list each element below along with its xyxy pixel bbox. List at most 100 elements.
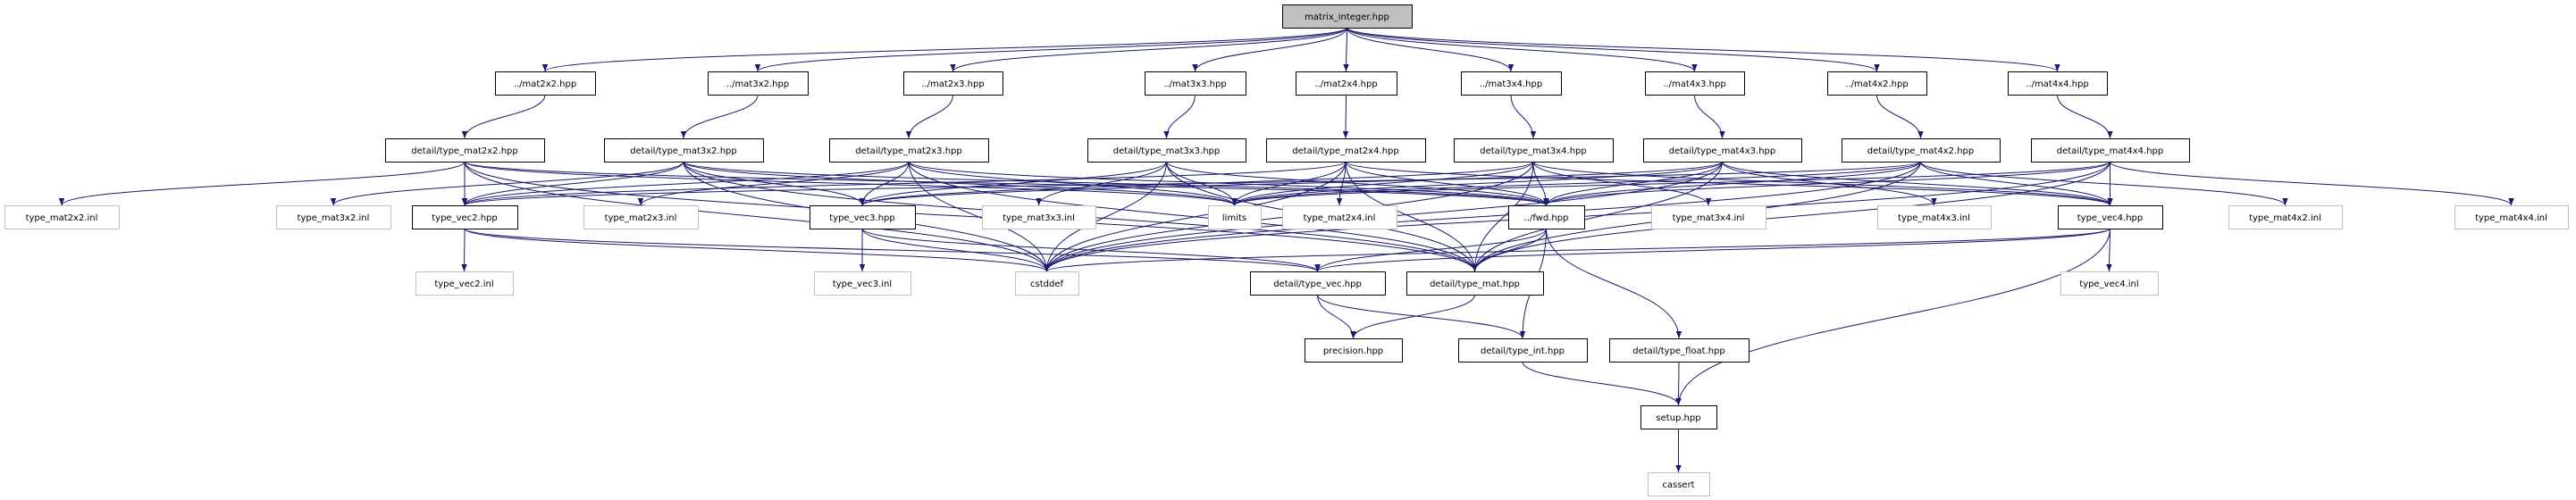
node-cstddef: cstddef [1015, 271, 1079, 296]
edge-root-to-m23 [950, 27, 1347, 72]
edge-t43-to-v4 [1722, 161, 2113, 206]
node-fwd[interactable]: ../fwd.hpp [1508, 205, 1585, 229]
node-label: detail/type_float.hpp [1632, 346, 1725, 356]
node-root[interactable]: matrix_integer.hpp [1282, 4, 1413, 29]
node-tmat[interactable]: detail/type_mat.hpp [1406, 271, 1544, 296]
node-box [1454, 138, 1614, 162]
node-t44[interactable]: detail/type_mat4x4.hpp [2031, 138, 2190, 162]
node-tvec[interactable]: detail/type_vec.hpp [1250, 271, 1386, 296]
edge-t33-to-i33 [1036, 161, 1167, 206]
node-box [1406, 271, 1544, 296]
node-label: ../fwd.hpp [1524, 213, 1569, 223]
node-prec[interactable]: precision.hpp [1305, 338, 1403, 362]
edge-t42-to-limits [1231, 161, 1921, 206]
node-t22[interactable]: detail/type_mat2x2.hpp [385, 138, 545, 162]
node-v2i: type_vec2.inl [415, 271, 514, 296]
node-i22: type_mat2x2.inl [4, 205, 120, 229]
edge-root-to-m22 [542, 27, 1347, 72]
node-m22[interactable]: ../mat2x2.hpp [495, 71, 596, 96]
edge-t43-to-fwd [1543, 161, 1723, 206]
node-m43[interactable]: ../mat4x3.hpp [1645, 71, 1745, 96]
node-m44[interactable]: ../mat4x4.hpp [2008, 71, 2108, 96]
edge-t23-to-i23 [637, 161, 910, 206]
edge-v2-to-v2i [461, 228, 467, 272]
edge-tvec-to-tint [1317, 294, 1526, 339]
node-label: precision.hpp [1323, 346, 1383, 356]
node-box [1827, 71, 1927, 96]
node-setup[interactable]: setup.hpp [1640, 405, 1717, 429]
node-label: detail/type_mat3x2.hpp [630, 146, 736, 156]
edge-t32-to-fwd [683, 161, 1549, 206]
edge-root-to-m33 [1192, 27, 1347, 72]
node-tint[interactable]: detail/type_int.hpp [1458, 338, 1588, 362]
node-t32[interactable]: detail/type_mat3x2.hpp [604, 138, 764, 162]
node-box [2031, 138, 2190, 162]
node-i43: type_mat4x3.inl [1877, 205, 1992, 229]
node-t43[interactable]: detail/type_mat4x3.hpp [1643, 138, 1802, 162]
node-m34[interactable]: ../mat3x4.hpp [1461, 71, 1562, 96]
node-v4i: type_vec4.inl [2060, 271, 2159, 296]
node-m42[interactable]: ../mat4x2.hpp [1827, 71, 1927, 96]
node-box [604, 138, 764, 162]
node-label: detail/type_mat3x4.hpp [1480, 146, 1586, 156]
node-t33[interactable]: detail/type_mat3x3.hpp [1087, 138, 1246, 162]
node-label: ../mat3x3.hpp [1163, 79, 1226, 89]
edge-fwd-to-tmat [1472, 228, 1547, 272]
node-box [1282, 4, 1413, 29]
edge-root-to-m42 [1347, 27, 1880, 72]
node-box [2454, 205, 2569, 229]
edge-t44-to-fwd [1543, 161, 2110, 206]
node-m33[interactable]: ../mat3x3.hpp [1145, 71, 1246, 96]
edge-t23-to-tmat [908, 161, 1478, 272]
node-label: detail/type_vec.hpp [1273, 279, 1362, 289]
node-t42[interactable]: detail/type_mat4x2.hpp [1842, 138, 2001, 162]
edge-root-to-m43 [1347, 27, 1698, 72]
node-label: ../mat4x3.hpp [1663, 79, 1725, 89]
node-label: detail/type_int.hpp [1481, 346, 1565, 356]
node-box [1651, 205, 1766, 229]
node-box [1842, 138, 2001, 162]
edge-t24-to-i24 [1336, 161, 1347, 206]
node-m24[interactable]: ../mat2x4.hpp [1296, 71, 1397, 96]
node-label: type_mat3x4.inl [1673, 213, 1745, 223]
node-t24[interactable]: detail/type_mat2x4.hpp [1266, 138, 1426, 162]
node-m23[interactable]: ../mat2x3.hpp [903, 71, 1003, 96]
edge-root-to-m34 [1347, 27, 1515, 72]
edge-v3-to-cstddef [861, 228, 1050, 272]
node-box [2060, 271, 2159, 296]
edge-t44-to-limits [1231, 161, 2110, 206]
node-label: detail/type_mat3x3.hpp [1113, 146, 1220, 156]
node-label: limits [1222, 213, 1246, 223]
edge-tfloat-to-setup [1675, 361, 1682, 406]
edge-t22-to-i22 [58, 161, 466, 206]
edge-m33-to-t33 [1163, 94, 1196, 139]
node-label: type_mat3x2.inl [298, 213, 370, 223]
edge-v4-to-setup [1675, 228, 2110, 406]
edge-t43-to-limits [1231, 161, 1723, 206]
node-box [1015, 271, 1079, 296]
edge-m42-to-t42 [1876, 94, 1924, 139]
node-v3i: type_vec3.inl [814, 271, 911, 296]
node-v2[interactable]: type_vec2.hpp [412, 205, 518, 229]
node-box [1305, 338, 1403, 362]
edge-t33-to-fwd [1166, 161, 1549, 206]
node-label: ../mat2x3.hpp [921, 79, 984, 89]
edge-m34-to-t34 [1510, 94, 1537, 139]
node-t34[interactable]: detail/type_mat3x4.hpp [1454, 138, 1614, 162]
node-v3[interactable]: type_vec3.hpp [810, 205, 916, 229]
node-label: setup.hpp [1656, 413, 1700, 423]
edge-t24-to-tmat [1345, 161, 1478, 272]
node-m32[interactable]: ../mat3x2.hpp [708, 71, 809, 96]
edge-m22-to-t22 [461, 94, 546, 139]
node-v4[interactable]: type_vec4.hpp [2058, 205, 2163, 229]
edge-t22-to-limits [464, 161, 1238, 206]
node-box [1087, 138, 1246, 162]
node-t23[interactable]: detail/type_mat2x3.hpp [829, 138, 989, 162]
node-label: detail/type_mat4x2.hpp [1867, 146, 1974, 156]
node-box [1643, 138, 1802, 162]
node-tfloat[interactable]: detail/type_float.hpp [1609, 338, 1749, 362]
node-box [708, 71, 809, 96]
edge-t32-to-limits [683, 161, 1238, 206]
node-i32: type_mat3x2.inl [276, 205, 391, 229]
edge-t44-to-tmat [1472, 161, 2110, 272]
